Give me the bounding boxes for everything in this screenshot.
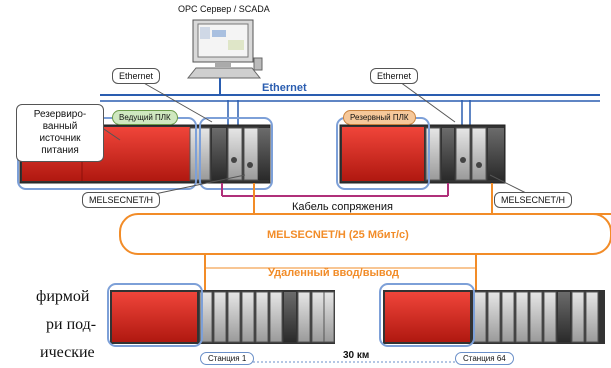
standby-plc-badge: Резервный ПЛК [343, 110, 416, 125]
station-left-label: Станция 1 [200, 352, 255, 365]
standby-plc-rack [339, 124, 506, 184]
backup-power-callout: Резервиро- ванный источник питания [16, 104, 104, 162]
remote-io-left-highlight [107, 283, 203, 347]
remote-io-links [204, 254, 477, 290]
station-right-label: Станция 64 [455, 352, 514, 365]
body-text-line-3: ические [40, 344, 95, 361]
ethernet-bus [100, 78, 600, 125]
server-label: OPC Сервер / SCADA [178, 4, 270, 14]
remote-io-right-highlight [379, 283, 475, 347]
remote-io-rack-left [110, 290, 335, 344]
remote-io-label: Удаленный ввод/вывод [268, 267, 399, 279]
body-text-line-1: фирмой [36, 288, 90, 305]
melsecnet-network-band [119, 213, 611, 255]
master-cpu-highlight [199, 117, 273, 190]
tracking-cable [221, 183, 449, 197]
body-text-line-2: ри под- [46, 316, 97, 333]
distance-label: 30 км [343, 350, 369, 361]
scada-computer-icon [186, 19, 263, 79]
melsecnet-callout-right: MELSECNET/H [494, 192, 573, 208]
ethernet-callout-right: Ethernet [370, 68, 419, 84]
network-label: MELSECNET/H (25 Мбит/с) [267, 229, 409, 241]
master-plc-badge: Ведущий ПЛК [112, 110, 178, 125]
ethernet-bus-label: Ethernet [262, 82, 307, 94]
melsecnet-callout-left: MELSECNET/H [82, 192, 161, 208]
remote-io-rack-right [383, 290, 605, 344]
ethernet-callout-left: Ethernet [112, 68, 161, 84]
cable-label: Кабель сопряжения [292, 201, 393, 213]
